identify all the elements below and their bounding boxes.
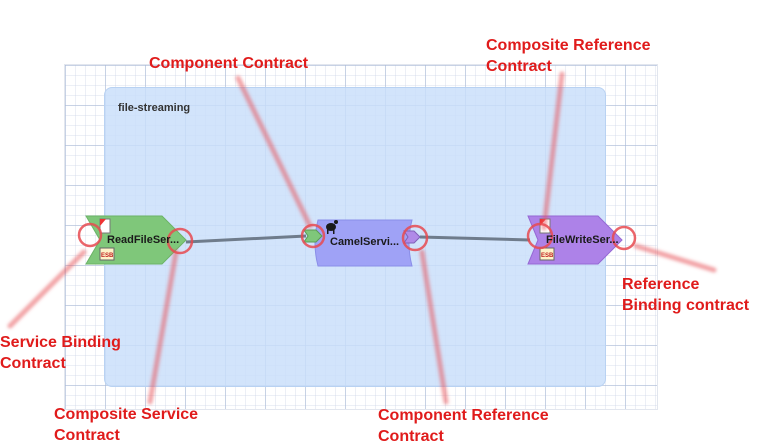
reference-binding-circle xyxy=(611,225,637,251)
callout-line: Contract xyxy=(0,355,66,372)
callout-line: Service Binding xyxy=(0,334,121,351)
esb-icon xyxy=(99,247,115,261)
camel-icon xyxy=(326,220,338,234)
service-node[interactable]: ESB xyxy=(85,215,187,265)
callout-line: Contract xyxy=(54,427,120,444)
callout-line: Composite Reference xyxy=(486,37,651,54)
service-node-label: ReadFileSer... xyxy=(107,234,180,246)
callout-composite-reference-contract: Composite Reference Contract xyxy=(486,35,651,77)
composite-service-circle xyxy=(166,227,194,255)
callout-line: Contract xyxy=(486,58,552,75)
wire-component-to-reference[interactable] xyxy=(419,235,531,242)
service-esb-badge: ESB xyxy=(101,253,114,259)
callout-circles xyxy=(77,222,637,255)
callout-pointers xyxy=(7,71,717,405)
reference-node-label: FileWriteSer... xyxy=(546,234,619,246)
component-node-label: CamelServi... xyxy=(330,236,400,248)
callout-reference-binding-contract: Reference Binding contract xyxy=(622,274,749,316)
composite-title: file-streaming xyxy=(118,102,191,114)
wire-service-to-component[interactable] xyxy=(185,234,307,244)
callout-line: Component Reference xyxy=(378,407,549,424)
callout-component-reference-contract: Component Reference Contract xyxy=(378,405,549,447)
component-service-circle xyxy=(300,223,326,249)
reference-esb-badge: ESB xyxy=(541,253,554,259)
component-service-port[interactable] xyxy=(303,229,323,243)
callout-service-binding-contract: Service Binding Contract xyxy=(0,332,121,374)
callout-line: Composite Service xyxy=(54,406,199,423)
callout-composite-service-contract: Composite Service Contract xyxy=(54,404,198,446)
callout-component-contract: Component Contract xyxy=(149,55,309,72)
callout-line: Contract xyxy=(378,428,444,445)
composite-reference-circle xyxy=(526,222,554,250)
callout-line: Binding contract xyxy=(622,297,750,314)
component-reference-circle xyxy=(401,224,429,252)
component-reference-port[interactable] xyxy=(403,230,421,244)
callout-line: Reference xyxy=(622,276,700,293)
esb-icon xyxy=(539,247,555,261)
component-node[interactable] xyxy=(303,219,421,267)
service-binding-circle xyxy=(77,222,103,248)
